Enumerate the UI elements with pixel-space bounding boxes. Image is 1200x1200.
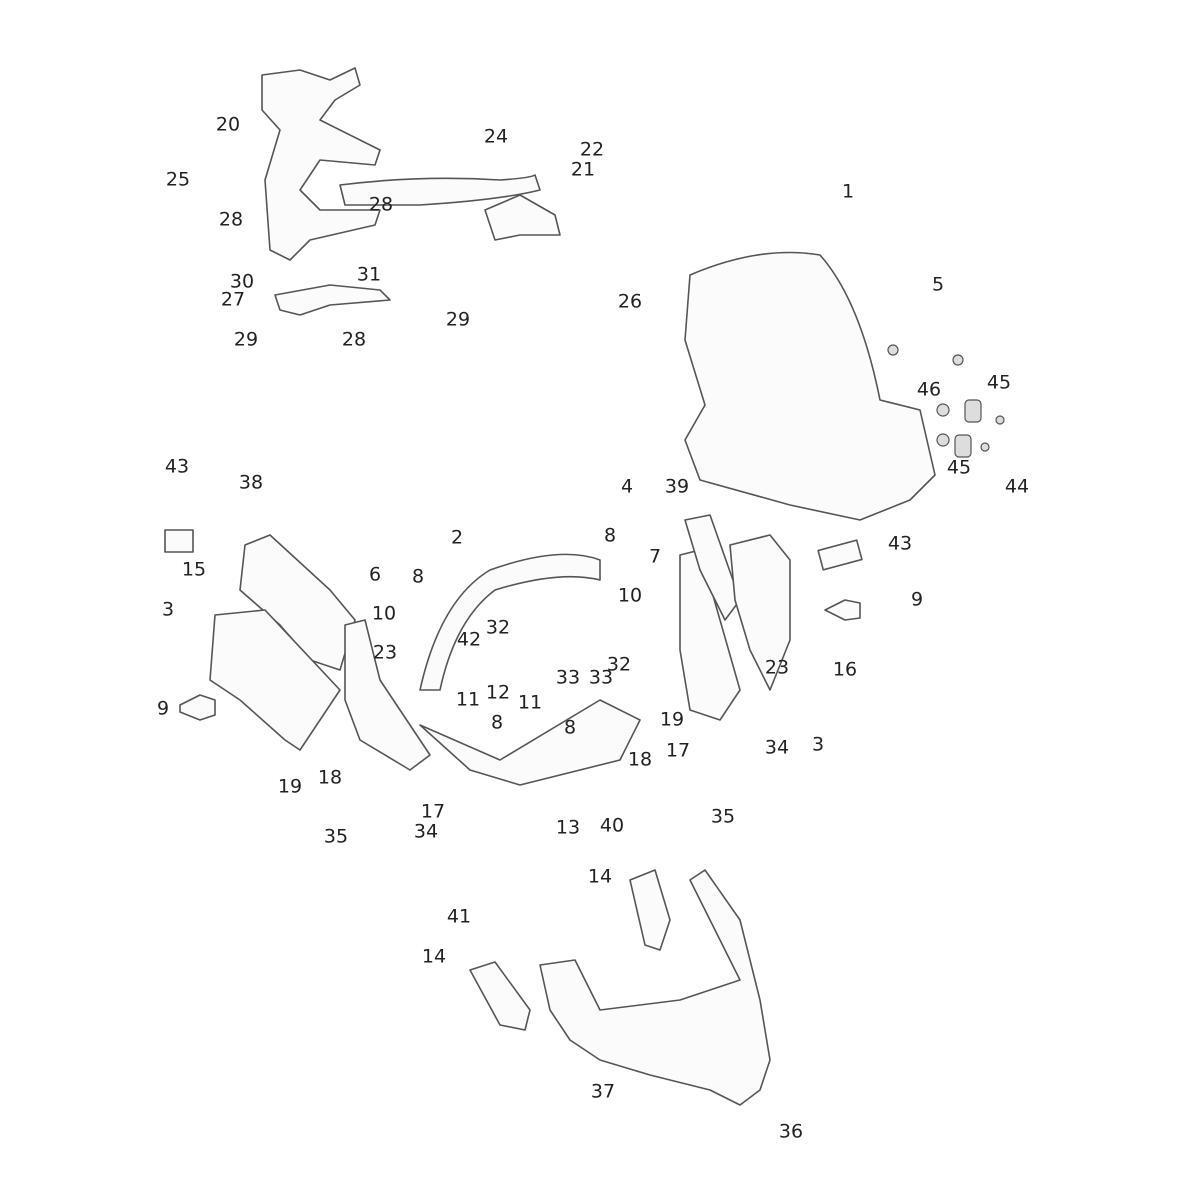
callout-label: 41: [447, 906, 471, 928]
frame-2: [419, 553, 601, 691]
callout-label: 37: [591, 1081, 615, 1103]
callout-label: 8: [491, 712, 503, 734]
callout-label: 14: [422, 946, 446, 968]
callout-label: 23: [765, 657, 789, 679]
callout-label: 34: [765, 737, 789, 759]
callout-label: 10: [372, 603, 396, 625]
callout-label: 13: [556, 817, 580, 839]
callout-label: 38: [239, 472, 263, 494]
callout-label: 1: [842, 181, 854, 203]
callout-label: 33: [589, 667, 613, 689]
windscreen: [684, 251, 936, 521]
callout-label: 28: [342, 329, 366, 351]
callout-label: 29: [446, 309, 470, 331]
callout-label: 36: [779, 1121, 803, 1143]
callout-label: 26: [618, 291, 642, 313]
callout-label: 5: [932, 274, 944, 296]
panel-40: [629, 869, 671, 951]
callout-label: 20: [216, 114, 240, 136]
callout-label: 32: [607, 654, 631, 676]
callout-label: 4: [621, 476, 633, 498]
callout-label: 44: [1005, 476, 1029, 498]
callout-label: 3: [812, 734, 824, 756]
knob-9-right: [824, 599, 861, 621]
panel-41: [469, 961, 531, 1031]
callout-label: 34: [414, 821, 438, 843]
callout-label: 33: [556, 667, 580, 689]
callout-label: 29: [234, 329, 258, 351]
callout-label: 12: [486, 682, 510, 704]
callout-label: 2: [451, 527, 463, 549]
callout-label: 27: [221, 289, 245, 311]
right-panel-39: [684, 514, 741, 621]
callout-label: 8: [412, 566, 424, 588]
callout-label: 18: [318, 767, 342, 789]
callout-label: 46: [917, 379, 941, 401]
callout-label: 8: [564, 717, 576, 739]
callout-label: 28: [219, 209, 243, 231]
callout-label: 11: [456, 689, 480, 711]
callout-label: 11: [518, 692, 542, 714]
callout-label: 42: [457, 629, 481, 651]
callout-label: 16: [833, 659, 857, 681]
callout-label: 6: [369, 564, 381, 586]
callout-label: 21: [571, 159, 595, 181]
lower-panel-13: [419, 699, 641, 786]
callout-label: 39: [665, 476, 689, 498]
callout-label: 24: [484, 126, 508, 148]
callout-label: 45: [987, 372, 1011, 394]
callout-label: 22: [580, 139, 604, 161]
callout-label: 19: [278, 776, 302, 798]
callout-label: 23: [373, 642, 397, 664]
callout-label: 32: [486, 617, 510, 639]
beak-36: [539, 869, 771, 1106]
callout-label: 35: [711, 806, 735, 828]
callout-label: 45: [947, 457, 971, 479]
callout-label: 18: [628, 749, 652, 771]
callout-label: 7: [649, 546, 661, 568]
callout-label: 35: [324, 826, 348, 848]
callout-label: 43: [165, 456, 189, 478]
callout-label: 31: [357, 264, 381, 286]
right-fairing-16: [729, 534, 791, 691]
callout-label: 15: [182, 559, 206, 581]
callout-label: 28: [369, 194, 393, 216]
knob-9-left: [179, 694, 216, 721]
left-bracket-6: [344, 619, 431, 771]
callout-label: 17: [666, 740, 690, 762]
callout-label: 25: [166, 169, 190, 191]
callout-label: 8: [604, 525, 616, 547]
left-fairing-15: [209, 609, 341, 751]
callout-label: 30: [230, 271, 254, 293]
callout-label: 3: [162, 599, 174, 621]
callout-label: 10: [618, 585, 642, 607]
callout-label: 40: [600, 815, 624, 837]
mounting-bracket: [261, 67, 561, 316]
pad-43-right: [817, 539, 863, 571]
callout-label: 43: [888, 533, 912, 555]
callout-label: 9: [157, 698, 169, 720]
callout-label: 17: [421, 801, 445, 823]
callout-label: 19: [660, 709, 684, 731]
left-side-panel-38: [239, 534, 356, 671]
windscreen-fixings: [887, 344, 1005, 458]
callout-label: 9: [911, 589, 923, 611]
pad-43-left: [164, 529, 194, 553]
callout-label: 14: [588, 866, 612, 888]
